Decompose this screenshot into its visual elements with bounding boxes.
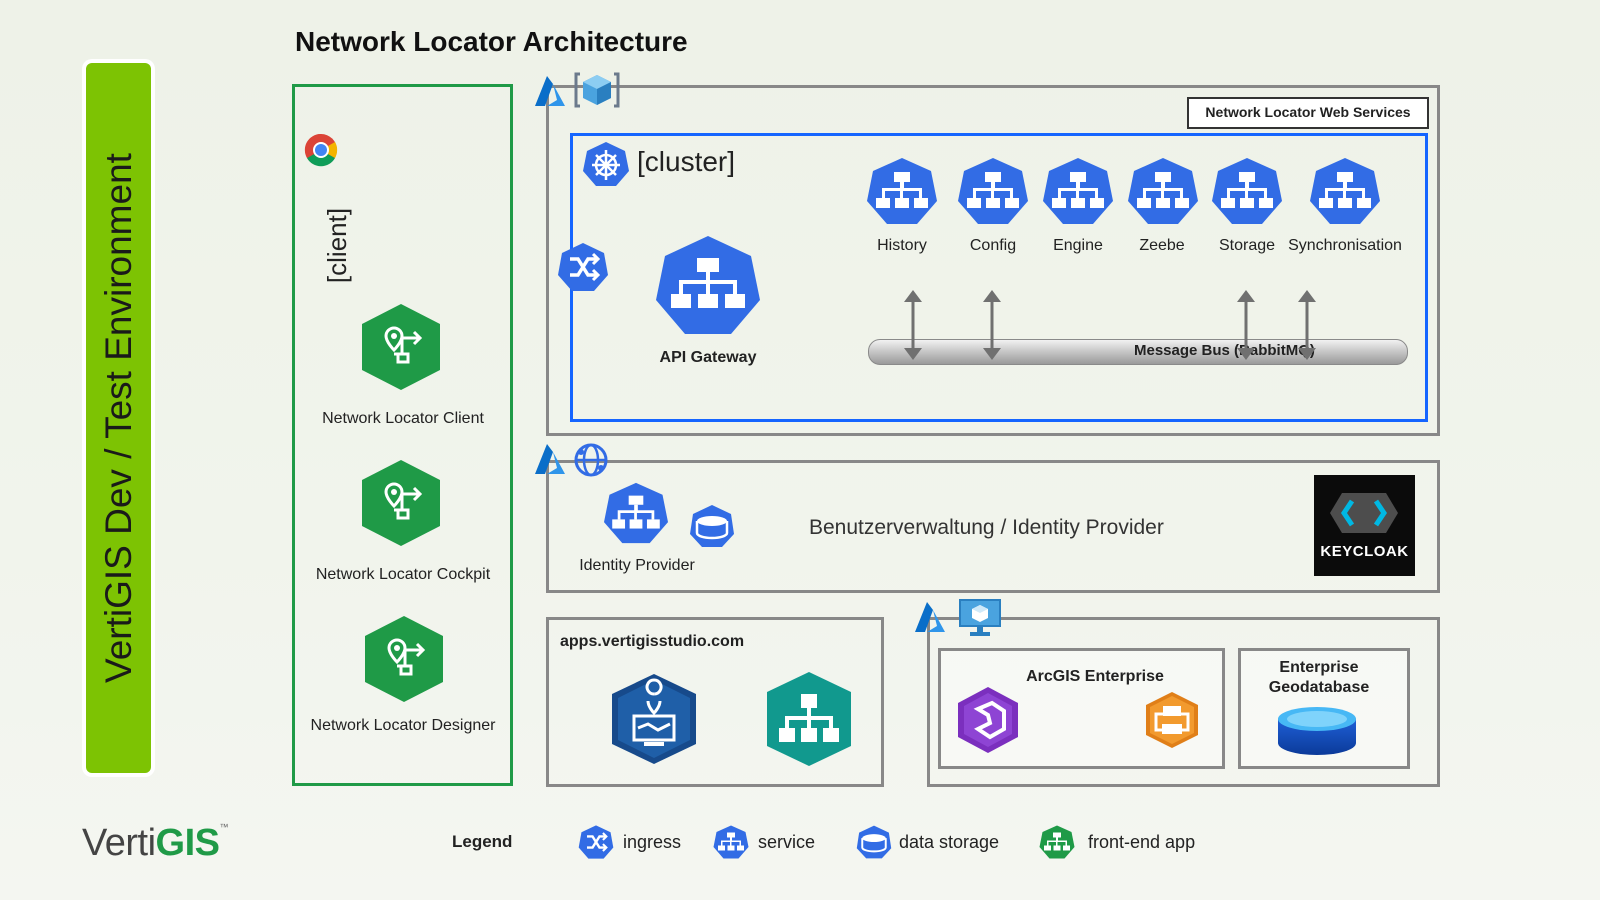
identity-box (546, 460, 1440, 593)
virtual-machine-icon (959, 599, 1001, 636)
network-locator-designer-icon (365, 616, 443, 702)
azure-icon (915, 602, 945, 632)
geodatabase-icon (1278, 707, 1356, 755)
studio-web-app-icon (612, 674, 696, 764)
service-label-engine: Engine (1053, 237, 1103, 254)
legend-label-data-storage: data storage (899, 832, 1000, 852)
container-icon (574, 72, 620, 108)
service-label-storage: Storage (1218, 237, 1276, 254)
synchronisation-service-icon (1310, 158, 1380, 224)
network-locator-cockpit-icon (362, 460, 440, 546)
web-services-box (546, 85, 1440, 436)
history-service-icon (867, 158, 937, 224)
environment-banner-text: VertiGIS Dev / Test Environment (97, 153, 139, 683)
database-icon (690, 505, 734, 547)
legend-service-icon (713, 825, 749, 859)
vertigis-logo: VertiGIS™ (82, 822, 228, 865)
web-services-label: Network Locator Web Services (1187, 97, 1429, 129)
keycloak-icon (1330, 493, 1398, 533)
message-bus-label: Message Bus (RabbitMQ) (1134, 342, 1315, 359)
zeebe-service-icon (1128, 158, 1198, 224)
legend-ingress-icon (578, 825, 614, 859)
legend-front-end-app-icon (1039, 825, 1075, 859)
kubernetes-icon (583, 142, 629, 186)
app-label-designer: Network Locator Designer (310, 717, 496, 734)
ingress-icon (558, 243, 608, 291)
service-label-history: History (877, 237, 927, 254)
arcgis-portal-icon (958, 687, 1018, 753)
legend-label-front-end-app: front-end app (1088, 832, 1196, 852)
api-gateway-label: API Gateway (659, 349, 757, 366)
client-box (292, 84, 513, 786)
logo-gis: GIS (155, 822, 220, 864)
config-service-icon (958, 158, 1028, 224)
egdb-label: Enterprise Geodatabase (1268, 659, 1370, 696)
legend-label-ingress: ingress (623, 832, 682, 852)
print-service-icon (1146, 692, 1198, 748)
page-title: Network Locator Architecture (295, 26, 688, 57)
message-bus (868, 339, 1408, 365)
logo-verti: Verti (82, 822, 156, 864)
chrome-icon (304, 133, 338, 167)
arcgis-enterprise-label: ArcGIS Enterprise (1026, 668, 1164, 685)
identity-provider-icon (604, 482, 668, 544)
service-label-config: Config (969, 237, 1017, 254)
legend-label-service: service (758, 832, 816, 852)
studio-workflow-app-icon (767, 672, 851, 766)
cluster-label: [cluster] (637, 146, 736, 177)
engine-service-icon (1043, 158, 1113, 224)
legend-title: Legend (452, 832, 513, 851)
identity-description: Benutzerverwaltung / Identity Provider (809, 516, 1164, 539)
storage-service-icon (1212, 158, 1282, 224)
service-label-zeebe: Zeebe (1139, 237, 1185, 254)
vm-box (927, 617, 1440, 787)
azure-icon (535, 76, 565, 106)
service-label-synchronisation: Synchronisation (1288, 237, 1402, 254)
logo-tm: ™ (219, 822, 229, 832)
api-gateway-icon (656, 236, 760, 334)
client-label: [client] (322, 207, 353, 284)
keycloak-logo: KEYCLOAK (1314, 475, 1415, 576)
globe-network-icon (574, 443, 608, 477)
legend-data-storage-icon (856, 825, 892, 859)
keycloak-text: KEYCLOAK (1320, 543, 1409, 560)
apps-box (546, 617, 884, 787)
app-label-cockpit: Network Locator Cockpit (315, 566, 491, 583)
network-locator-client-icon (362, 304, 440, 390)
app-label-client: Network Locator Client (322, 410, 484, 427)
environment-banner: VertiGIS Dev / Test Environment (86, 63, 151, 773)
azure-icon (535, 444, 565, 474)
identity-provider-label: Identity Provider (579, 557, 695, 574)
bus-connection-arrows (904, 290, 1316, 360)
apps-box-label: apps.vertigisstudio.com (560, 633, 745, 650)
